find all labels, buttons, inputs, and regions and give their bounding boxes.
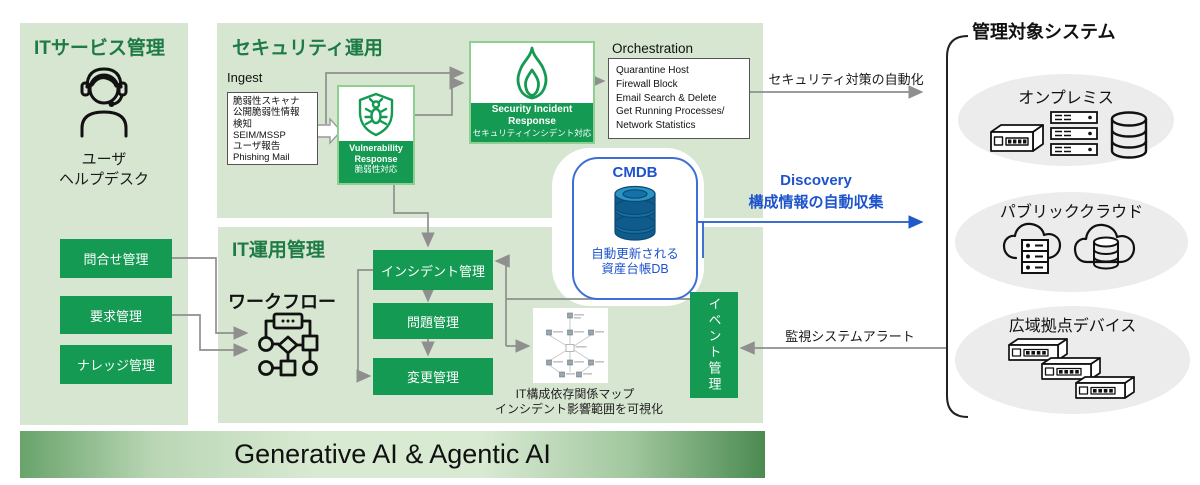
server-stack-icon	[1050, 110, 1098, 160]
cmdb-title: CMDB	[612, 164, 658, 181]
panel-itom-title: IT運用管理	[232, 240, 325, 261]
public-cloud-label: パブリッククラウド	[999, 204, 1144, 221]
helpdesk-user-icon	[72, 62, 136, 140]
map-caption-line2: インシデント影響範囲を可視化	[495, 402, 664, 416]
orchestration-label: Orchestration	[612, 41, 694, 56]
cloud-server-icon	[1000, 218, 1070, 280]
helpdesk-label-line2: ヘルプデスク	[58, 171, 149, 188]
cloud-database-icon	[1072, 216, 1142, 276]
switch-icon-2	[1038, 355, 1104, 383]
orchestration-item: Network Statistics	[616, 120, 696, 132]
security-automation-label: セキュリティ対策の自動化	[768, 72, 924, 87]
helpdesk-label-line1: ユーザ	[81, 151, 127, 168]
ingest-label: Ingest	[227, 70, 263, 85]
discovery-label-line2: 構成情報の自動収集	[748, 194, 884, 211]
vuln-label-en1: Vulnerability	[349, 143, 403, 153]
ingest-item: 脆弱性スキャナ	[233, 96, 300, 107]
dependency-map-image	[533, 308, 608, 383]
database-icon	[607, 182, 663, 244]
router-icon	[985, 122, 1045, 158]
box-inquiry-management: 問合せ管理	[60, 239, 172, 278]
orchestration-item: Get Running Processes/	[616, 106, 725, 118]
database-outline-icon	[1108, 110, 1150, 160]
orchestration-item: Email Search & Delete	[616, 92, 717, 104]
public-cloud-oval	[955, 192, 1188, 292]
panel-secops-title: セキュリティ運用	[232, 38, 383, 59]
generative-ai-banner: Generative AI & Agentic AI	[20, 431, 765, 478]
box-incident-management: インシデント管理	[373, 250, 493, 290]
monitoring-alert-label: 監視システムアラート	[785, 329, 915, 344]
banner-label: Generative AI & Agentic AI	[234, 439, 551, 469]
wan-devices-label: 広域拠点デバイス	[1008, 318, 1137, 335]
vuln-label-jp: 脆弱性対応	[354, 164, 398, 174]
orchestration-item: Firewall Block	[616, 78, 678, 90]
ingest-box: 脆弱性スキャナ 公開脆弱性情報 検知 SEIM/MSSP ユーザ報告 Phish…	[227, 92, 318, 165]
ingest-item: Phishing Mail	[233, 152, 290, 164]
flame-icon	[507, 46, 557, 100]
box-problem-management: 問題管理	[373, 303, 493, 339]
cmdb-card: CMDB 自動更新される 資産台帳DB	[572, 157, 698, 300]
ingest-item: SEIM/MSSP	[233, 129, 286, 141]
ingest-item: 公開脆弱性情報	[233, 107, 300, 119]
sir-label-jp: セキュリティインシデント対応	[472, 128, 592, 138]
sir-label-en1: Security Incident	[491, 104, 573, 115]
security-incident-response-card: Security Incident Response セキュリティインシデント対…	[469, 41, 595, 144]
workflow-icon	[252, 311, 324, 383]
sir-label-en2: Response	[508, 115, 556, 127]
onpremise-label: オンプレミス	[1018, 90, 1114, 107]
shield-bug-icon	[356, 91, 396, 137]
cmdb-caption-line1: 自動更新される	[591, 247, 679, 261]
orchestration-box: Quarantine Host Firewall Block Email Sea…	[608, 58, 750, 139]
switch-icon-3	[1072, 374, 1138, 402]
discovery-label-line1: Discovery	[780, 172, 852, 189]
cmdb-caption-line2: 資産台帳DB	[601, 262, 669, 276]
map-caption-line1: IT構成依存関係マップ	[515, 387, 635, 401]
vuln-label-en2: Response	[354, 153, 398, 164]
orchestration-item: Quarantine Host	[616, 65, 689, 76]
ingest-item: 検知	[233, 118, 253, 130]
panel-itsm-title: ITサービス管理	[34, 38, 165, 59]
switch-icon-1	[1005, 336, 1071, 364]
box-event-management: イベント管理	[690, 292, 738, 398]
vulnerability-response-card: Vulnerability Response 脆弱性対応	[337, 85, 415, 185]
box-request-management: 要求管理	[60, 296, 172, 334]
box-knowledge-management: ナレッジ管理	[60, 345, 172, 384]
box-change-management: 変更管理	[373, 358, 493, 395]
managed-systems-bracket	[946, 35, 969, 418]
block-arrow-ingest-to-vuln	[315, 117, 342, 145]
ingest-item: ユーザ報告	[233, 141, 281, 153]
managed-systems-title: 管理対象システム	[972, 22, 1116, 42]
workflow-label: ワークフロー	[228, 292, 336, 312]
